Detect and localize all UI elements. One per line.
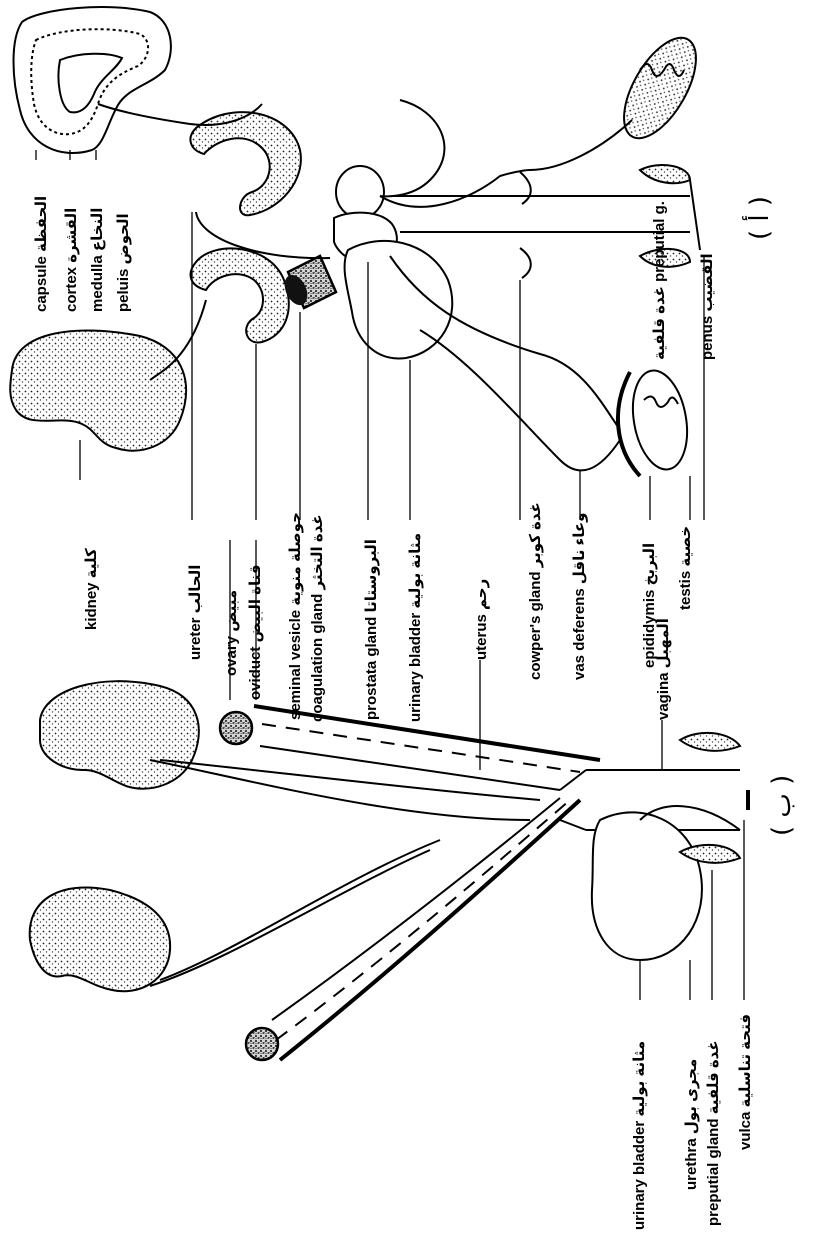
label-prostata-gland: prostata gland البروستاتا <box>363 539 380 720</box>
ovary-lower <box>246 1028 278 1060</box>
label-coagulation-gland: coagulation gland غدة التخثر <box>309 514 326 722</box>
kidney-section <box>14 7 191 153</box>
seminal-vesicle-lower <box>191 248 289 342</box>
label-vulca: vulca فتحة تناسلية <box>737 1014 754 1150</box>
label-pelvis: peluis الحوض <box>115 213 132 312</box>
label-oviduct: oviduct قناة البيض <box>247 564 264 700</box>
male-system: capsule الحفظة cortex القشرة medulla الن… <box>10 7 775 722</box>
male-preputial-gland-a <box>640 165 690 183</box>
label-seminal-vesicle: seminal vesicle حوصلة منوية <box>287 512 304 720</box>
label-vagina: vagina المهبل <box>655 618 672 720</box>
central-gland-upper <box>336 166 384 218</box>
male-kidney <box>10 330 186 450</box>
vas-deferens-upper <box>380 100 444 196</box>
label-female-preputial-gland: preputial gland غدة قلفية <box>705 1040 722 1226</box>
female-urinary-bladder <box>592 812 702 960</box>
label-uterus: uterus رحم <box>473 579 490 660</box>
uterus-horn-lower <box>272 798 580 1060</box>
label-capsule: capsule الحفظة <box>33 196 50 312</box>
testis-bottom <box>618 366 694 476</box>
uterus-horn-upper <box>254 706 600 790</box>
seminal-vesicle-upper <box>190 112 300 215</box>
label-male-preputial-gland: غدة قلفية preputial g. <box>651 201 668 360</box>
label-male-urinary-bladder: urinary bladder مثانة بولية <box>407 533 424 722</box>
female-preputial-gland-a <box>680 733 740 751</box>
label-cowpers-gland: cowper's gland غدة كوبر <box>527 502 544 680</box>
female-kidney-lower <box>30 887 170 991</box>
label-kidney: kidney كلية <box>83 548 100 630</box>
label-testis: testis خصية <box>677 526 694 610</box>
ovary-upper <box>220 712 252 744</box>
label-penus: penus القضيب <box>699 253 716 360</box>
label-urethra: urethra مجرى بول <box>683 1059 700 1190</box>
label-vas-deferens: vas deferens وعاء ناقل <box>571 513 588 680</box>
figure-mark-female: ( ب ) <box>767 775 797 836</box>
label-medulla: medulla النخاع <box>89 208 106 312</box>
figure-mark-male: ( أ ) <box>741 196 775 240</box>
label-ureter: ureter الحالب <box>187 565 204 660</box>
label-female-urinary-bladder: urinary bladder مثانة بولية <box>631 1041 648 1230</box>
testis-top <box>530 27 711 170</box>
label-cortex: cortex القشرة <box>63 208 80 312</box>
female-kidney-upper <box>40 681 199 789</box>
label-ovary: ovary مبيض <box>223 590 240 676</box>
